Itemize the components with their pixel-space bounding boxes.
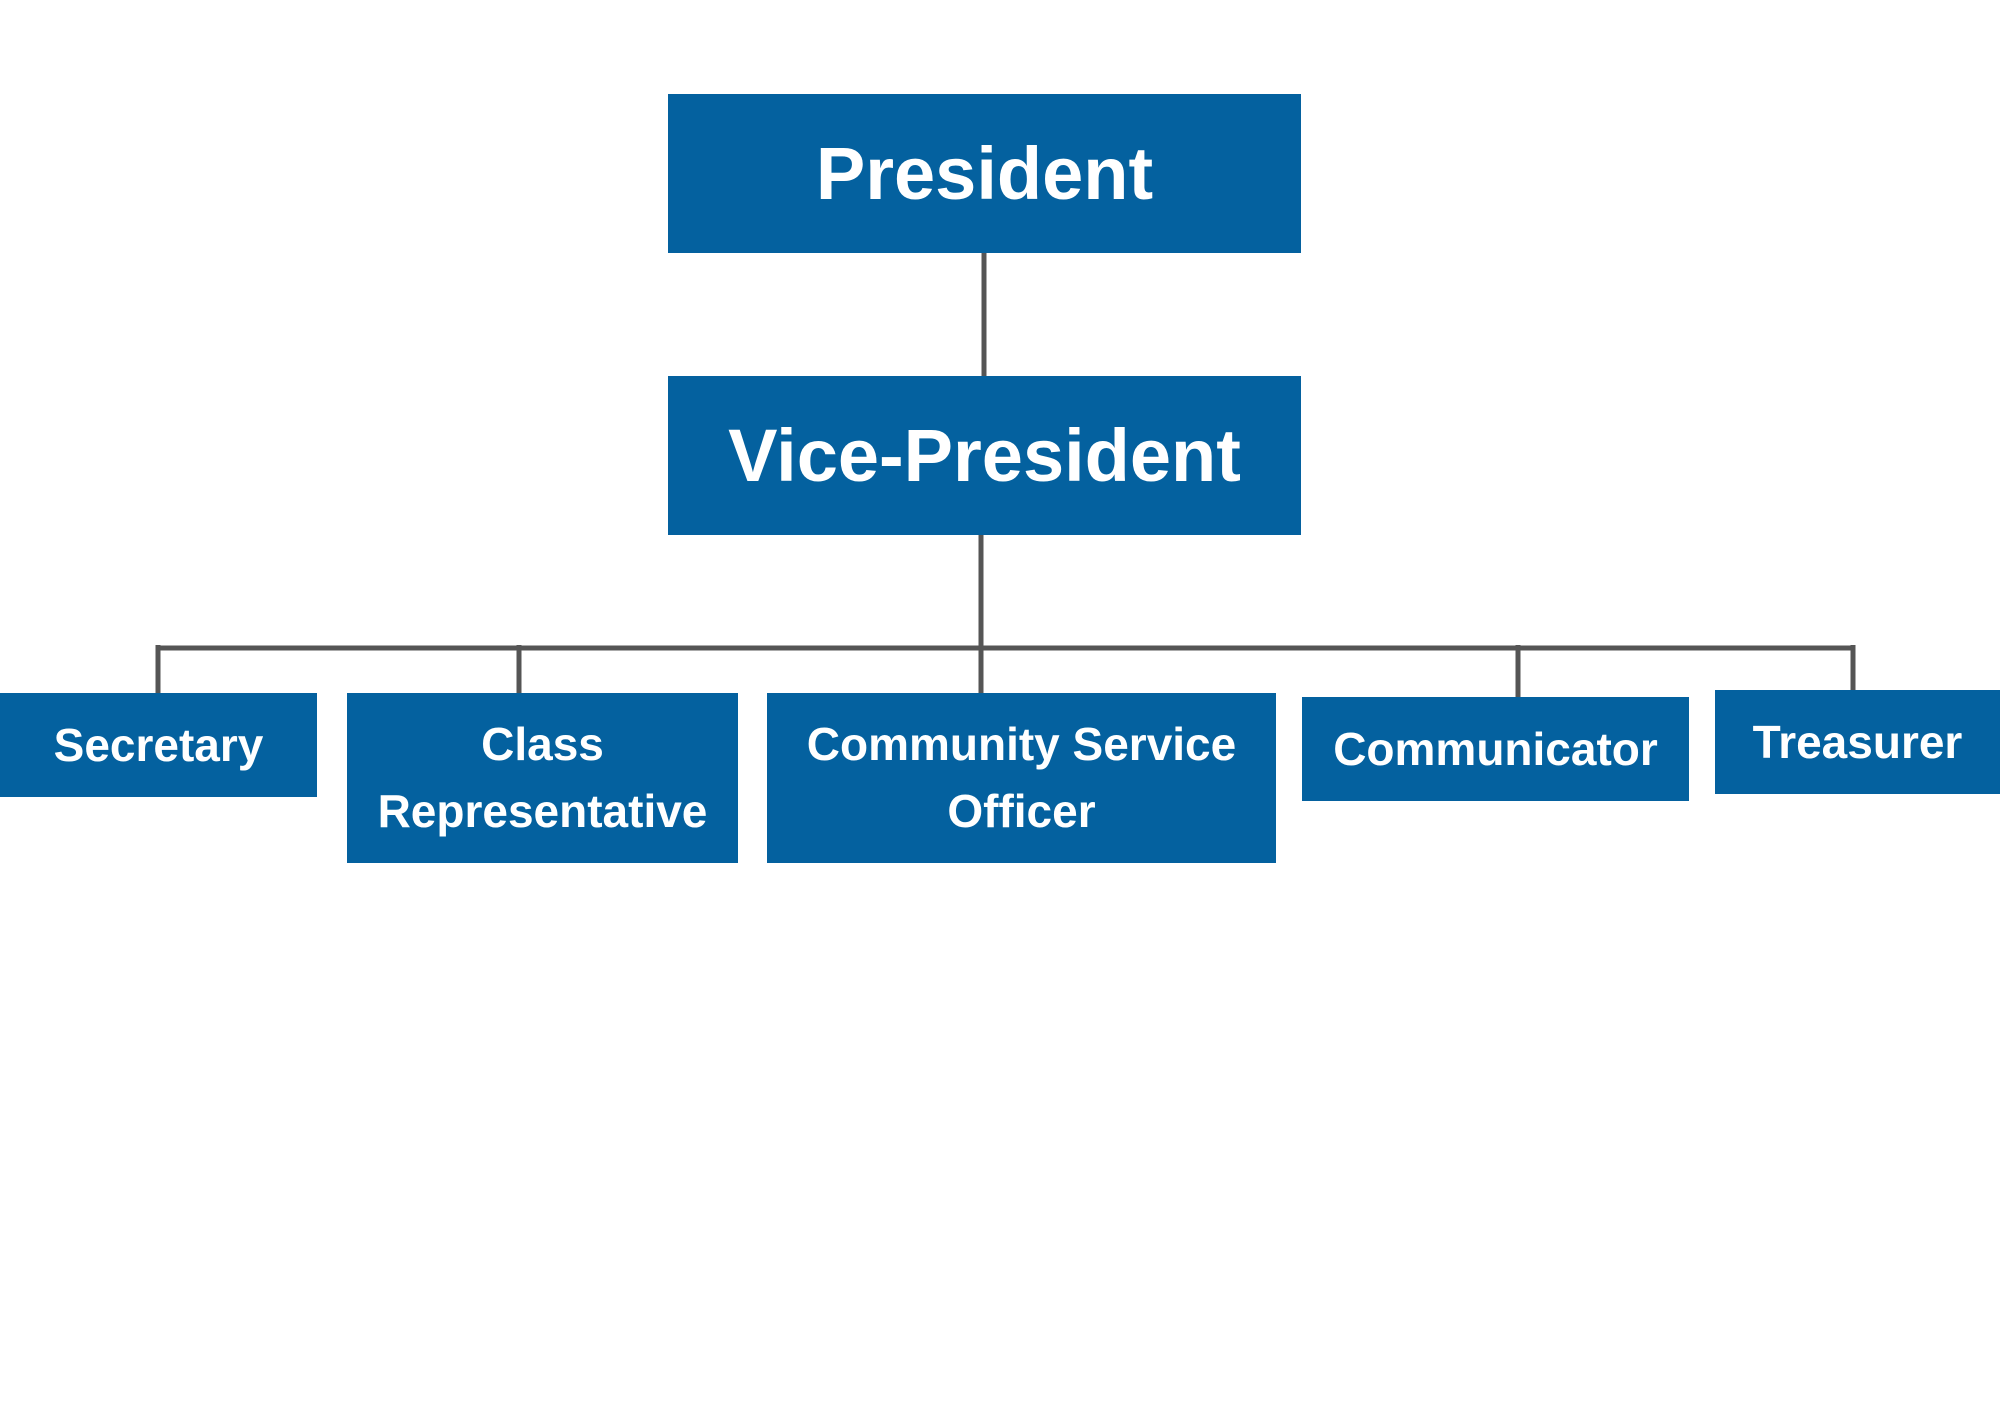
class-representative-label: Class Representative xyxy=(377,718,708,837)
communicator-label: Communicator xyxy=(1333,722,1658,775)
treasurer-box: Treasurer xyxy=(1715,690,2000,794)
president-box: President xyxy=(668,94,1301,253)
class-representative-box: Class Representative xyxy=(347,693,738,863)
president-label: President xyxy=(815,131,1154,215)
community-service-officer-box: Community Service Officer xyxy=(767,693,1276,863)
communicator-box: Communicator xyxy=(1302,697,1689,801)
treasurer-label: Treasurer xyxy=(1752,715,1963,768)
vice-president-box: Vice-President xyxy=(668,376,1301,535)
community-service-officer-label: Community Service Officer xyxy=(806,718,1237,837)
secretary-label: Secretary xyxy=(53,718,264,771)
vice-president-label: Vice-President xyxy=(728,413,1241,497)
secretary-box: Secretary xyxy=(0,693,317,797)
